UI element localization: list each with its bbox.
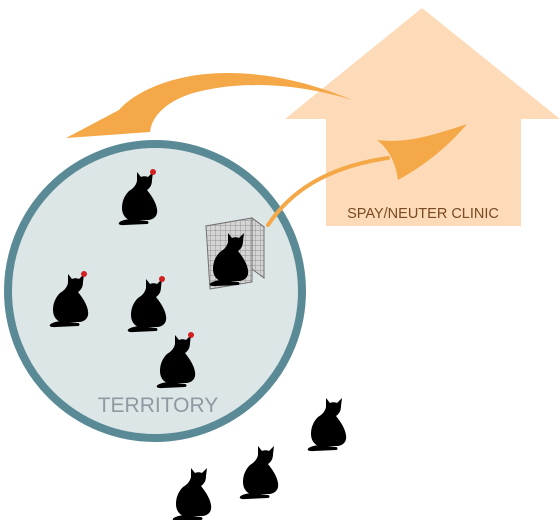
ear-tip-marker [81, 271, 87, 277]
clinic-building: SPAY/NEUTER CLINIC [285, 8, 560, 226]
cage-side [252, 218, 264, 278]
ear-tip-marker [159, 276, 165, 282]
ear-tip-marker [188, 332, 194, 338]
cat-outside-2 [240, 446, 278, 499]
cat-outside-1 [308, 398, 346, 451]
cat-outside-3 [173, 468, 211, 520]
ear-tip-marker [150, 169, 156, 175]
territory-label: TERRITORY [98, 394, 219, 417]
clinic-house-shape [285, 8, 560, 226]
clinic-label: SPAY/NEUTER CLINIC [347, 206, 499, 222]
